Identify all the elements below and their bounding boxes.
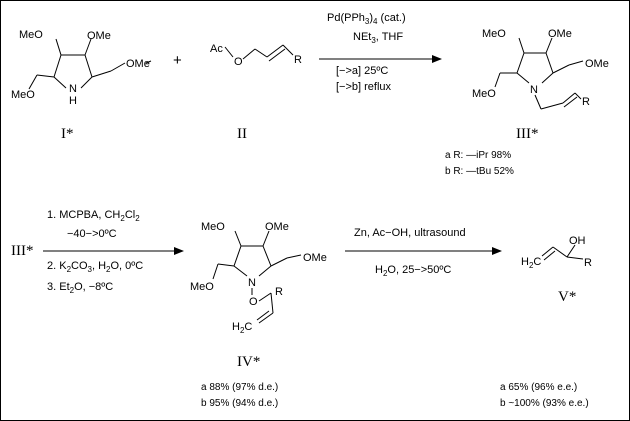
atom-label: MeO xyxy=(11,89,35,101)
atom-label: Ac xyxy=(210,43,223,55)
atom-label: MeO xyxy=(19,29,43,41)
plus-sign: + xyxy=(173,52,182,69)
atom-label: MeO xyxy=(190,281,214,293)
atom-label: R xyxy=(584,257,592,269)
step3-line2: H2O, 25−>50ºC xyxy=(375,264,451,278)
atom-label: N xyxy=(69,83,77,95)
atom-label: H2C xyxy=(521,256,541,270)
compound-label-IV: IV* xyxy=(237,354,260,370)
step1-condition-b: [−>b] reflux xyxy=(336,81,392,93)
compound-III-structure: MeO OMe OMe MeO N R xyxy=(472,28,609,110)
atom-label: MeO xyxy=(482,28,506,40)
atom-label: OH xyxy=(569,235,586,247)
atom-label: N xyxy=(248,277,256,289)
step2-line2: −40−>0ºC xyxy=(67,228,117,240)
step1-catalyst: Pd(PPh3)4 (cat.) xyxy=(327,12,406,26)
atom-label: H xyxy=(69,95,77,107)
step2-line1: 1. MCPBA, CH2Cl2 xyxy=(47,209,140,223)
step1-reagents: NEt3, THF xyxy=(353,31,403,45)
yield-V-a: a 65% (96% e.e.) xyxy=(500,382,577,393)
atom-label: OMe xyxy=(303,252,327,264)
compound-I-structure: MeO OMe OMe MeO N H xyxy=(11,29,152,107)
atom-label: OMe xyxy=(87,30,111,42)
atom-label: H2C xyxy=(232,321,252,335)
yield-IV-a: a 88% (97% d.e.) xyxy=(201,382,278,393)
atom-label: OMe xyxy=(265,221,289,233)
compound-label-II: II xyxy=(237,126,247,142)
step2-line4: 3. Et2O, −8ºC xyxy=(47,281,113,295)
compound-label-I: I* xyxy=(61,126,74,142)
step1-condition-a: [−>a] 25ºC xyxy=(336,65,388,77)
yield-III-b: b R: —tBu 52% xyxy=(445,166,514,177)
compound-II-structure: Ac O R xyxy=(210,43,302,68)
step3-line1: Zn, Ac−OH, ultrasound xyxy=(354,227,466,239)
compound-label-III: III* xyxy=(516,126,539,142)
compound-ref-III: III* xyxy=(11,243,34,259)
atom-label: MeO xyxy=(472,88,496,100)
atom-label: R xyxy=(275,286,283,298)
atom-label: MeO xyxy=(201,221,225,233)
atom-label: R xyxy=(294,54,302,66)
atom-label: R xyxy=(582,96,590,108)
yield-IV-b: b 95% (94% d.e.) xyxy=(201,398,278,409)
yield-III-a: a R: —iPr 98% xyxy=(445,150,511,161)
atom-label: O xyxy=(234,56,243,68)
atom-label: O xyxy=(249,296,258,308)
atom-label: N xyxy=(530,84,538,96)
compound-IV-structure: MeO OMe OMe MeO N O R H2C xyxy=(190,221,327,335)
atom-label: OMe xyxy=(548,28,572,40)
yield-V-b: b ~100% (93% e.e.) xyxy=(500,398,589,409)
compound-label-V: V* xyxy=(558,289,576,305)
atom-label: OMe xyxy=(585,58,609,70)
step2-line3: 2. K2CO3, H2O, 0ºC xyxy=(47,260,143,274)
compound-V-structure: H2C OH R xyxy=(521,235,592,270)
atom-label: OMe xyxy=(126,58,150,70)
